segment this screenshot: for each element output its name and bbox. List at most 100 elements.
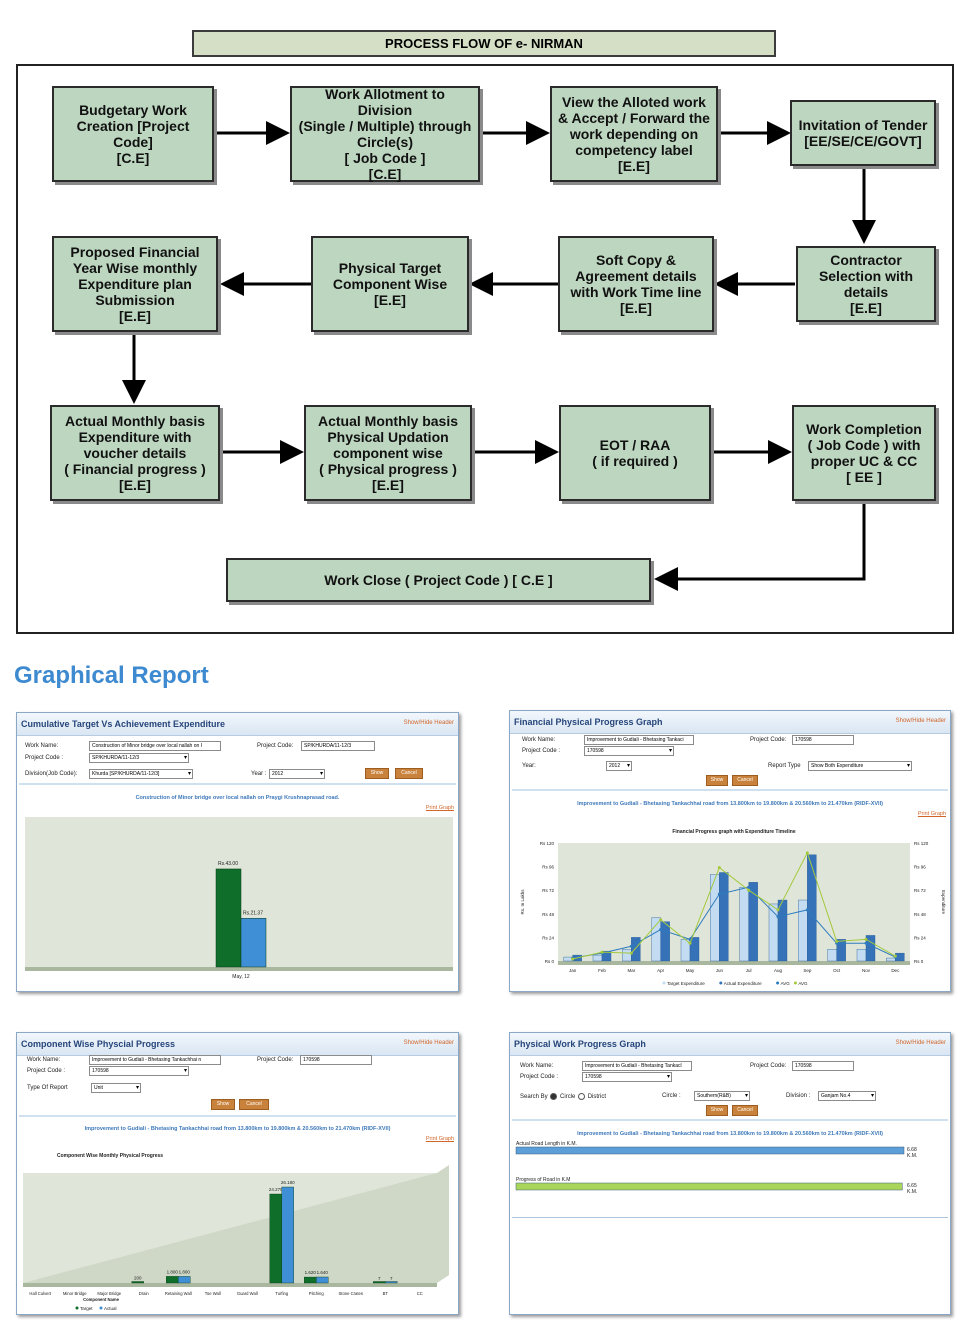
work-name-input[interactable]: Improvement to Gudiali - Bhetasing Tanka… [582,1061,692,1071]
x-tick-label: CC [417,1291,423,1296]
bar [215,868,242,968]
project-code-select-label: Project Code : [25,755,64,761]
bar-category-label: Progress of Road in K.M [516,1177,570,1183]
division-select[interactable]: Ganjam No.4 [818,1091,876,1101]
bar [777,899,788,962]
line-point [629,951,633,955]
show-hide-header-link[interactable]: Show/Hide Header [403,1040,454,1046]
flow-node-budgetary-work-creation: Budgetary Work Creation [Project Code] [… [52,86,214,182]
line-point [805,908,809,912]
show-hide-header-link[interactable]: Show/Hide Header [895,1040,946,1046]
x-tick-label: Drain [139,1291,150,1296]
y-tick-label: Rs 48 [542,912,554,917]
project-code-select[interactable]: 170598 [584,746,674,756]
project-code-input[interactable]: 170598 [300,1055,372,1065]
data-label: 6.68 [907,1147,917,1153]
cancel-button[interactable]: Cancel [239,1099,269,1110]
bar [836,939,846,962]
bar [865,935,876,962]
print-graph-link[interactable]: Print Graph [425,1136,454,1142]
x-tick-label: Apr [657,968,665,973]
project-code-input[interactable]: SP/KHURDA/11-12/3 [301,741,375,751]
project-code-label: Project Code: [750,737,787,743]
data-label: Rs.21.37 [243,910,263,916]
cancel-button[interactable]: Cancel [732,775,758,786]
show-hide-header-link[interactable]: Show/Hide Header [895,718,946,724]
print-graph-link[interactable]: Print Graph [425,805,454,811]
show-button[interactable]: Show [706,775,728,786]
print-graph-link[interactable]: Print Graph [917,811,946,817]
x-tick-label: Oct [833,968,841,973]
cancel-button[interactable]: Cancel [395,768,423,779]
y-tick-label-right: Rs 96 [914,865,926,870]
plot-floor [558,961,910,965]
report-type-select[interactable]: Show Both Expenditure [808,761,912,771]
y-tick-label: Rs 72 [542,888,554,893]
legend-label: Actual Expenditure [724,981,762,986]
work-name-label: Work Name: [27,1057,61,1063]
y-tick-label-right: Rs 120 [914,841,929,846]
bar [622,948,632,962]
x-tick-label: Guard Wall [237,1291,258,1296]
y-axis-label: Rs. In Lakhs [520,889,525,915]
y-tick-label-right: Rs 24 [914,935,926,940]
search-by-label: Search By [520,1094,548,1101]
district-radio[interactable] [578,1093,586,1100]
bar [592,954,603,962]
bar [269,1193,282,1284]
work-name-input[interactable]: Construction of Minor bridge over local … [89,741,221,751]
plot-wall [23,1165,449,1283]
data-label: 1.800 [167,1269,179,1274]
x-tick-label: Dec [891,968,900,973]
division-select[interactable]: Khurda [SP/KHURDA/11-12/3] [89,769,193,779]
project-code-input[interactable]: 170598 [792,735,854,745]
bar [798,899,808,962]
flow-node-proposed-financial-plan: Proposed Financial Year Wise monthly Exp… [52,236,218,332]
data-label: 1.640 [317,1270,329,1275]
work-name-input[interactable]: Improvement to Gudiali - Bhetasing Tanka… [89,1055,221,1065]
data-label: 26.180 [281,1180,295,1185]
bar [601,950,612,962]
flow-node-actual-expenditure: Actual Monthly basis Expenditure with vo… [50,405,220,501]
x-tick-label: Hall Culvert [29,1291,51,1296]
circle-select[interactable]: Southern(R&B) [694,1091,750,1101]
project-code-select[interactable]: SP/KHURDA/11-12/3 [89,753,189,763]
circle-radio[interactable] [550,1093,558,1100]
series-line [572,851,896,960]
show-button[interactable]: Show [706,1105,728,1116]
flow-node-view-alloted-work: View the Alloted work & Accept / Forward… [550,86,718,182]
year-select[interactable]: 2012 [269,769,325,779]
legend-label: AVG [781,981,791,986]
panel-physical-work-progress: Physical Work Progress Graph Show/Hide H… [509,1032,951,1315]
show-button[interactable]: Show [365,768,389,779]
x-tick-label: Feb [598,968,606,973]
project-code-select[interactable]: 170598 [582,1072,672,1082]
series-line [572,886,896,959]
data-label: 7 [378,1276,381,1281]
legend-label: Target [80,1306,93,1311]
bar [886,957,896,962]
legend-swatch [75,1306,79,1310]
project-code-input[interactable]: 170598 [792,1061,854,1071]
show-hide-header-link[interactable]: Show/Hide Header [403,720,454,726]
flow-node-actual-physical-updation: Actual Monthly basis Physical Updation c… [304,405,472,501]
x-tick-label: Nov [862,968,871,973]
project-code-select[interactable]: 170598 [89,1066,189,1076]
flow-frame [16,64,954,634]
x-tick-label: Sep [803,968,812,973]
line-point [805,851,809,855]
year-select[interactable]: 2012 [606,761,632,771]
chart-road-progress: Actual Road Length in K.M.6.68K.M.Progre… [515,1141,917,1195]
bar [748,882,758,962]
y-tick-label-right: Rs 0 [914,959,924,964]
line-point [600,950,604,954]
bar [807,854,817,962]
show-button[interactable]: Show [211,1099,235,1110]
chart-financial-progress: Financial Progress graph with Expenditur… [520,829,946,986]
cancel-button[interactable]: Cancel [732,1105,758,1116]
legend-swatch [793,981,797,985]
line-point [893,954,897,958]
report-type-select[interactable]: Unit [91,1083,141,1093]
work-name-input[interactable]: Improvement to Gudiali - Bhetasing Tanka… [584,735,694,745]
work-name-label: Work Name: [520,1063,554,1069]
